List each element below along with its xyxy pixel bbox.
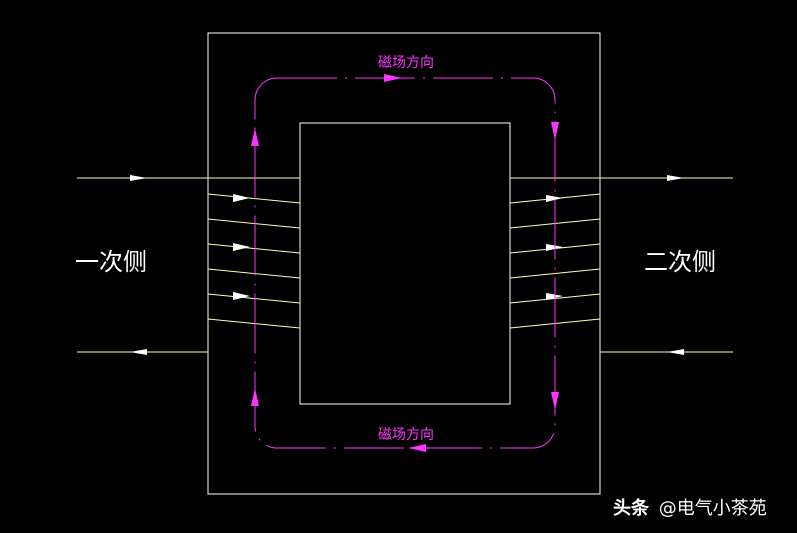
primary-turn — [207, 318, 301, 329]
secondary-output-arrow — [667, 175, 684, 181]
primary-turn — [207, 218, 301, 229]
flux-arrow-top — [384, 74, 402, 82]
primary-output-arrow — [130, 349, 147, 355]
core-outer-outline — [207, 32, 601, 495]
secondary-leads — [510, 175, 733, 355]
flux-arrow-bottom — [408, 444, 426, 452]
flux-direction-arrows — [251, 74, 559, 452]
flux-arrow-left-lower — [251, 388, 259, 406]
secondary-input-arrow — [667, 349, 684, 355]
primary-winding — [207, 193, 301, 329]
field-direction-label-bottom: 磁场方向 — [378, 427, 434, 443]
watermark: 头条 @电气小茶苑 — [613, 497, 767, 519]
primary-turn — [207, 293, 301, 304]
primary-leads — [77, 175, 300, 355]
secondary-turn — [509, 268, 601, 279]
primary-turn — [207, 243, 301, 254]
primary-current-arrow — [233, 194, 250, 202]
primary-turn — [207, 193, 301, 204]
core-window-outline — [299, 122, 511, 405]
secondary-current-arrow — [546, 195, 563, 202]
primary-input-arrow — [130, 175, 147, 181]
watermark-prefix: 头条 — [613, 497, 650, 519]
watermark-handle: @电气小茶苑 — [659, 498, 767, 519]
magnetic-flux-path — [254, 77, 556, 449]
primary-side-label: 一次侧 — [75, 248, 147, 276]
primary-current-arrow — [233, 292, 250, 300]
primary-turn — [207, 268, 301, 279]
flux-arrow-right-lower — [551, 392, 559, 410]
field-direction-label-top: 磁场方向 — [378, 55, 434, 71]
primary-current-arrows — [233, 194, 250, 300]
flux-arrow-left — [251, 128, 259, 146]
secondary-side-label: 二次侧 — [644, 248, 716, 276]
flux-arrow-right — [551, 122, 559, 140]
primary-current-arrow — [233, 243, 250, 251]
